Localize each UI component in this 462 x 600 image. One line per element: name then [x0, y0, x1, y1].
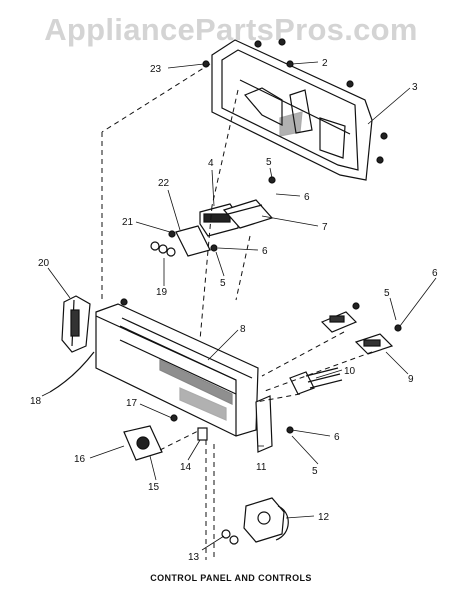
timer-motor: [243, 497, 289, 543]
callout-8: 8: [240, 324, 246, 335]
callout-17: 17: [126, 398, 138, 409]
leader-lines: [41, 61, 437, 551]
knob-assembly: [123, 425, 163, 461]
callout-10: 10: [344, 366, 356, 377]
callout-15: 15: [148, 482, 160, 493]
callout-7: 7: [322, 222, 328, 233]
callout-4: 4: [208, 158, 214, 169]
callout-5: 5: [384, 288, 390, 299]
terminal-block: [289, 367, 343, 395]
callout-6: 6: [334, 432, 340, 443]
callout-19: 19: [156, 287, 168, 298]
callout-18: 18: [30, 396, 42, 407]
callout-23: 23: [150, 64, 162, 75]
callout-5: 5: [220, 278, 226, 289]
end-bracket: [61, 295, 91, 353]
callout-5: 5: [312, 466, 318, 477]
rear-console-panel: [211, 39, 373, 181]
callout-6: 6: [432, 268, 438, 279]
main-control-panel: [95, 303, 259, 437]
callout-12: 12: [318, 512, 330, 523]
callout-labels: 23 2 3 4 22 5 6 7 21 6 19 5 20 6 5 8 9 1…: [30, 58, 438, 563]
retaining-clip: [197, 427, 208, 441]
callout-11: 11: [256, 462, 267, 473]
callout-3: 3: [412, 82, 418, 93]
callout-21: 21: [122, 217, 134, 228]
callout-6: 6: [304, 192, 310, 203]
callout-5: 5: [266, 157, 272, 168]
assembly-lines: [101, 63, 373, 560]
end-cap: [255, 395, 273, 453]
diagram-caption: CONTROL PANEL AND CONTROLS: [150, 573, 312, 583]
callout-13: 13: [188, 552, 200, 563]
site-watermark: AppliancePartsPros.com: [44, 12, 418, 47]
callout-22: 22: [158, 178, 170, 189]
callout-9: 9: [408, 374, 414, 385]
callout-20: 20: [38, 258, 50, 269]
indicator-lamps: [150, 241, 176, 257]
callout-16: 16: [74, 454, 86, 465]
callout-6: 6: [262, 246, 268, 257]
callout-2: 2: [322, 58, 328, 69]
wire-harness: [49, 351, 95, 393]
callout-14: 14: [180, 462, 192, 473]
switch-block: [175, 203, 239, 257]
knob-b: [229, 535, 239, 545]
